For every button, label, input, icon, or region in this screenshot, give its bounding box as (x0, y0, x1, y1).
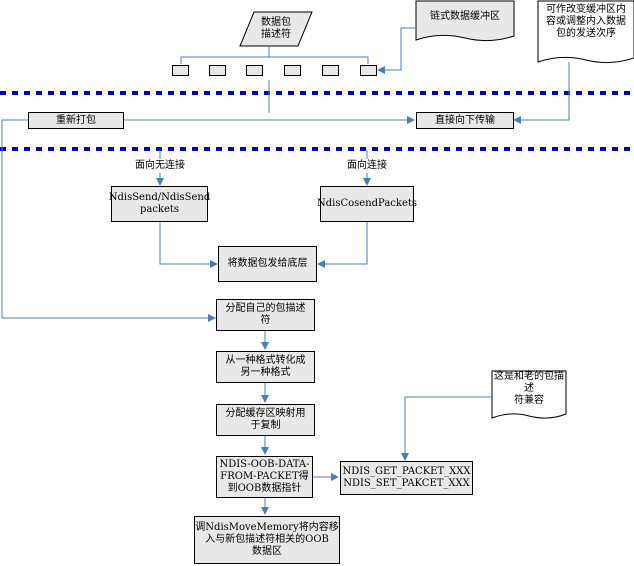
compat-note-doc-shape (491, 370, 567, 419)
ndis-cosend-box: NdisCosendPackets (317, 186, 417, 222)
buffer-square (246, 65, 263, 76)
alloc-buffer-box: 分配缓存区映射用 于复制 (216, 404, 315, 436)
compat-note-label: 这是和老的包描述 符兼容 (494, 371, 564, 406)
connector-compat-getset (401, 396, 492, 461)
chained-buffer-doc-shape (415, 0, 515, 42)
buffer-square (209, 65, 226, 76)
buffer-square (360, 65, 377, 76)
reorder-note-doc-shape (537, 0, 634, 64)
convert-format-box: 从一种格式转化成 另一种格式 (216, 351, 315, 383)
packet-descriptor-shape (239, 11, 313, 47)
connector-repack-alloc (1, 119, 216, 322)
bracket-squares (180, 56, 369, 64)
packet-descriptor-label: 数据包 描述符 (261, 17, 291, 40)
buffer-square (172, 65, 189, 76)
connector-buffer-square (377, 27, 416, 74)
buffer-square (322, 65, 339, 76)
get-set-packet-box: NDIS_GET_PACKET_XXX NDIS_SET_PAKCET_XXX (340, 461, 473, 495)
buffer-square (284, 65, 301, 76)
repack-box: 重新打包 (28, 112, 124, 129)
alloc-descriptor-box: 分配自己的包描述 符 (216, 299, 315, 331)
connector-ndiscosend-lower (317, 222, 368, 268)
connection-oriented-label: 面向连接 (335, 159, 399, 173)
oob-pointer-box: NDIS-OOB-DATA- FROM-PACKET得 到OOB数据指针 (216, 456, 313, 498)
pass-down-box: 直接向下传输 (416, 112, 514, 129)
connectionless-label: 面向无连接 (120, 159, 200, 173)
connector-note-passdown (513, 62, 570, 124)
send-to-lower-box: 将数据包发给底层 (218, 246, 317, 282)
connector-ndissend-lower (159, 222, 218, 268)
chained-buffer-label: 链式数据缓冲区 (430, 11, 500, 22)
reorder-note-label: 可作改变缓冲区内 容或调整内入数据 包的发送次序 (546, 4, 626, 39)
ndis-send-box: NdisSend/NdisSend packets (109, 186, 210, 222)
move-memory-box: 调NdisMoveMemory将内容移 入与新包描述符相关的OOB 数据区 (194, 516, 340, 564)
